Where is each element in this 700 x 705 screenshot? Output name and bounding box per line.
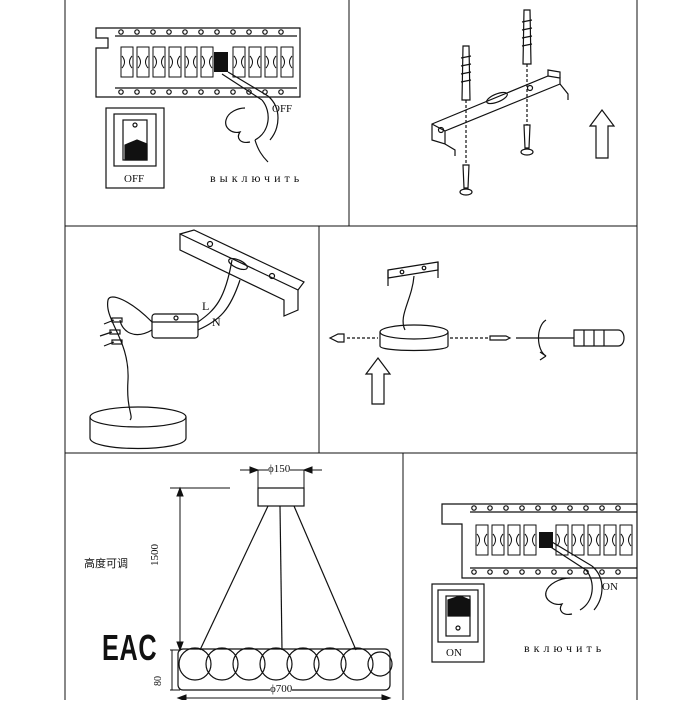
canopy bbox=[257, 487, 305, 507]
ring-height-label: 80 bbox=[153, 676, 164, 686]
panel-grid bbox=[64, 0, 638, 700]
wire-label-N: N bbox=[212, 315, 221, 329]
canopy-diameter-label: ϕ150 bbox=[268, 463, 291, 475]
caption-power-off: выключить bbox=[210, 171, 304, 185]
panel-dimensions bbox=[170, 466, 393, 702]
pointer-off-label: OFF bbox=[272, 103, 293, 115]
wall-anchor-left bbox=[459, 45, 473, 196]
panel-power-on bbox=[431, 503, 638, 663]
lamp-ring-top bbox=[89, 406, 187, 450]
panel-power-off bbox=[95, 27, 301, 189]
wall-anchor-right bbox=[520, 9, 534, 156]
height-dimension bbox=[170, 486, 230, 652]
panel-canopy bbox=[328, 261, 625, 405]
panel-wiring bbox=[89, 229, 305, 450]
ring-height-dimension bbox=[170, 649, 180, 691]
up-arrow-icon bbox=[364, 357, 392, 405]
height-adjustable-note: 高度可调 bbox=[84, 557, 128, 570]
terminal-block bbox=[151, 313, 199, 339]
wire-label-L: L bbox=[202, 299, 210, 313]
breaker-row bbox=[475, 524, 633, 556]
switch-on-detail bbox=[431, 583, 485, 663]
breaker-pressed bbox=[539, 532, 553, 548]
pressing-hand-icon bbox=[545, 541, 603, 615]
switch-off-label: OFF bbox=[124, 173, 145, 185]
mounting-bracket bbox=[431, 69, 569, 156]
pointer-on-label: ON bbox=[602, 581, 618, 593]
breaker-row bbox=[120, 46, 294, 78]
suspension-cables bbox=[199, 505, 357, 651]
height-label: 1500 bbox=[149, 544, 161, 566]
screwdriver-icon bbox=[516, 319, 625, 361]
caption-power-on: включить bbox=[524, 641, 606, 655]
wire-connectors bbox=[99, 317, 123, 347]
switch-off-detail bbox=[105, 107, 165, 189]
ring-diameter-label: ϕ700 bbox=[270, 683, 293, 695]
cables bbox=[107, 259, 241, 421]
panel-mount-bracket bbox=[431, 9, 616, 196]
canopy-bracket bbox=[387, 261, 439, 331]
ring-diameter-dimension bbox=[176, 694, 392, 702]
screw-right bbox=[450, 335, 512, 341]
up-arrow-icon bbox=[588, 109, 616, 159]
ceiling-bracket bbox=[179, 229, 305, 317]
screw-left bbox=[328, 333, 378, 343]
pressing-hand-icon bbox=[221, 71, 279, 163]
eac-certification-mark: EAC bbox=[102, 627, 158, 668]
switch-on-label: ON bbox=[446, 647, 462, 659]
breaker-pressed bbox=[214, 52, 228, 72]
canopy-cup bbox=[379, 324, 449, 352]
